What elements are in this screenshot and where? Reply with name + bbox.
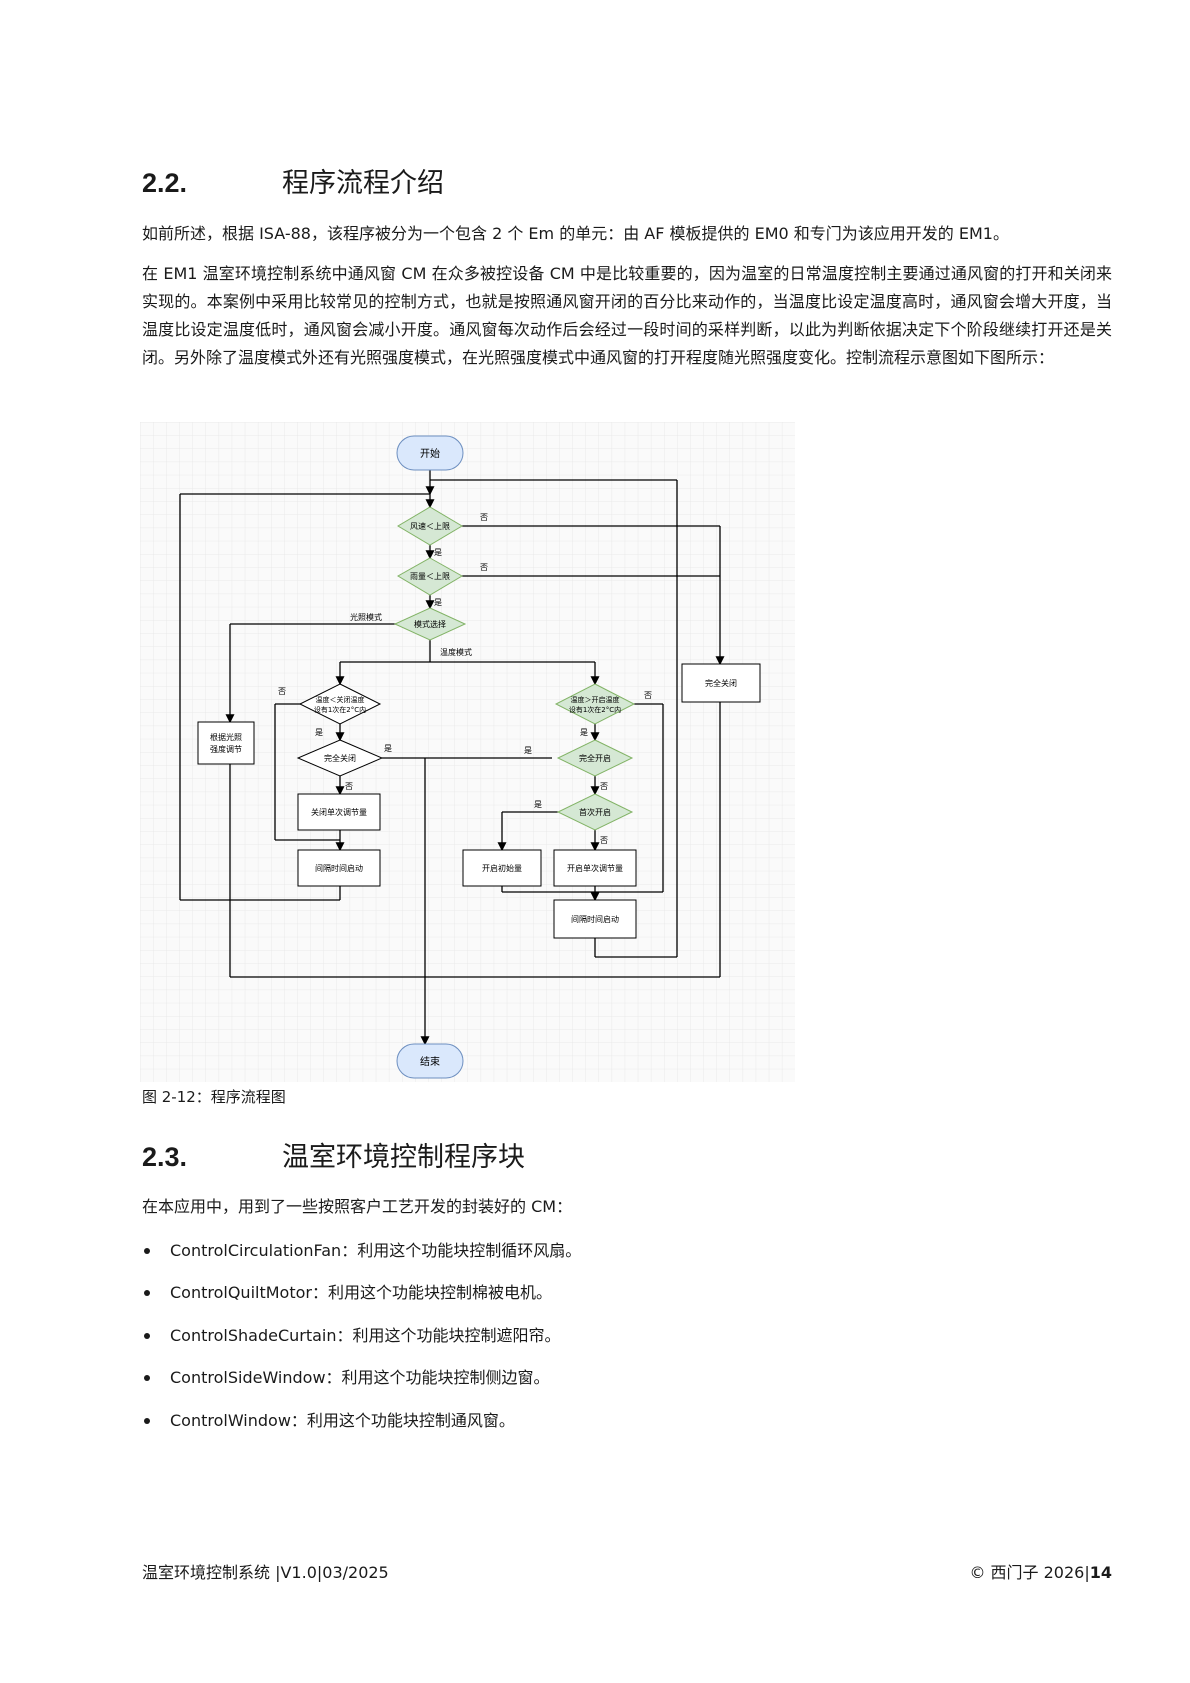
page-number: 14 xyxy=(1089,1563,1112,1582)
box-open-initial xyxy=(462,849,542,887)
decision-wind xyxy=(397,506,463,546)
list-item-text: ControlSideWindow：利用这个功能块控制侧边窗。 xyxy=(170,1368,550,1388)
program-flowchart: 开始 结束 风速＜上限 雨量＜上限 模式选择 温度＞开启温度 设有1次在2°C内… xyxy=(140,422,795,1082)
edge-no-rain: 否 xyxy=(480,563,488,572)
edge-light-mode: 光照模式 xyxy=(350,612,382,622)
section-number: 2.2. xyxy=(142,168,188,198)
end-label: 结束 xyxy=(420,1055,440,1068)
edge-temp-mode: 温度模式 xyxy=(440,647,472,657)
decision-open-temp xyxy=(554,683,636,725)
decision-mode-label: 模式选择 xyxy=(414,619,446,629)
list-item-text: ControlShadeCurtain：利用这个功能块控制遮阳帘。 xyxy=(170,1325,561,1345)
bullet xyxy=(144,1375,150,1382)
box-close-step xyxy=(297,793,381,831)
list-item: ControlSideWindow：利用这个功能块控制侧边窗。 xyxy=(142,1367,581,1409)
start-terminal xyxy=(396,435,464,471)
decision-mode xyxy=(393,607,467,641)
decision-fully-open xyxy=(556,739,634,777)
box-close-step-label: 关闭单次调节量 xyxy=(311,807,367,817)
edge-no-wind: 否 xyxy=(480,513,488,522)
connector-lines xyxy=(179,470,725,1046)
edge-yes-close-temp: 是 xyxy=(315,728,323,737)
section-title: 温室环境控制程序块 xyxy=(282,1142,525,1173)
box-interval-left-label: 间隔时间启动 xyxy=(315,863,363,873)
figure-caption: 图 2-12：程序流程图 xyxy=(142,1088,286,1106)
box-open-step-label: 开启单次调节量 xyxy=(567,863,623,873)
box-light-adjust-line2: 强度调节 xyxy=(210,744,242,754)
decision-close-temp xyxy=(298,683,382,725)
decision-close-temp-line2: 设有1次在2°C内 xyxy=(314,705,366,714)
box-interval-right xyxy=(553,899,637,939)
box-open-step xyxy=(553,849,637,887)
bullet xyxy=(144,1248,150,1254)
box-full-close xyxy=(681,663,761,703)
box-light-adjust-line1: 根据光照 xyxy=(210,732,242,742)
bullet xyxy=(144,1417,150,1424)
list-item-text: ControlWindow：利用这个功能块控制通风窗。 xyxy=(170,1410,515,1430)
edge-no-fully-closed: 否 xyxy=(345,782,353,791)
decision-open-temp-line1: 温度＞开启温度 xyxy=(571,695,620,704)
footer-copyright-text: © 西门子 2026| xyxy=(969,1563,1090,1582)
decision-fully-open-label: 完全开启 xyxy=(579,753,611,763)
edge-yes-fully-open: 是 xyxy=(524,746,532,755)
decision-first-open xyxy=(556,793,634,831)
footer-copyright: © 西门子 2026|14 xyxy=(969,1562,1112,1584)
start-label: 开始 xyxy=(420,447,440,460)
box-interval-right-label: 间隔时间启动 xyxy=(571,914,619,924)
decision-fully-closed-label: 完全关闭 xyxy=(324,753,356,763)
paragraph-cm-intro: 在本应用中，用到了一些按照客户工艺开发的封装好的 CM： xyxy=(142,1197,573,1216)
section-number: 2.3. xyxy=(142,1142,188,1172)
decision-first-open-label: 首次开启 xyxy=(579,807,611,817)
list-item-text: ControlCirculationFan：利用这个功能块控制循环风扇。 xyxy=(170,1241,582,1260)
end-terminal xyxy=(396,1043,464,1079)
edge-yes-first-open: 是 xyxy=(534,800,542,809)
edge-no-fully-open: 否 xyxy=(600,782,608,791)
edge-no-close-temp: 否 xyxy=(278,687,286,696)
bullet xyxy=(144,1290,150,1297)
list-item: ControlCirculationFan：利用这个功能块控制循环风扇。 xyxy=(142,1240,581,1282)
box-light-adjust xyxy=(197,721,255,765)
bullet xyxy=(144,1332,150,1339)
edge-no-open-temp: 否 xyxy=(644,691,652,700)
edge-yes-wind: 是 xyxy=(434,548,442,557)
section-heading-2-3: 2.3. 温室环境控制程序块 xyxy=(142,1140,525,1175)
edge-no-first-open: 否 xyxy=(600,836,608,845)
decision-close-temp-line1: 温度＜关闭温度 xyxy=(316,695,365,704)
edge-yes-fully-closed: 是 xyxy=(384,744,392,753)
decision-rain xyxy=(397,557,463,596)
paragraph-intro: 如前所述，根据 ISA-88，该程序被分为一个包含 2 个 Em 的单元：由 A… xyxy=(142,224,1009,243)
decision-wind-label: 风速＜上限 xyxy=(410,522,450,531)
list-item: ControlQuiltMotor：利用这个功能块控制棉被电机。 xyxy=(142,1282,581,1324)
decision-rain-label: 雨量＜上限 xyxy=(410,572,450,581)
section-heading-2-2: 2.2. 程序流程介绍 xyxy=(142,166,444,201)
box-interval-left xyxy=(297,849,381,887)
decision-open-temp-line2: 设有1次在2°C内 xyxy=(569,705,621,714)
section-title: 程序流程介绍 xyxy=(282,168,444,199)
box-full-close-label: 完全关闭 xyxy=(705,678,737,688)
edge-yes-rain: 是 xyxy=(434,598,442,607)
footer-document-info: 温室环境控制系统 |V1.0|03/2025 xyxy=(142,1563,389,1582)
decision-fully-closed xyxy=(296,739,384,777)
cm-block-list: ControlCirculationFan：利用这个功能块控制循环风扇。 Con… xyxy=(142,1240,581,1452)
paragraph-description: 在 EM1 温室环境控制系统中通风窗 CM 在众多被控设备 CM 中是比较重要的… xyxy=(142,264,1112,367)
list-item-text: ControlQuiltMotor：利用这个功能块控制棉被电机。 xyxy=(170,1283,552,1303)
edge-labels: 否 是 否 是 光照模式 温度模式 否 是 是 否 否 是 是 否 是 否 xyxy=(278,513,652,845)
list-item: ControlShadeCurtain：利用这个功能块控制遮阳帘。 xyxy=(142,1325,581,1367)
list-item: ControlWindow：利用这个功能块控制通风窗。 xyxy=(142,1410,581,1452)
edge-yes-open-temp: 是 xyxy=(580,728,588,737)
box-open-initial-label: 开启初始量 xyxy=(482,863,522,873)
